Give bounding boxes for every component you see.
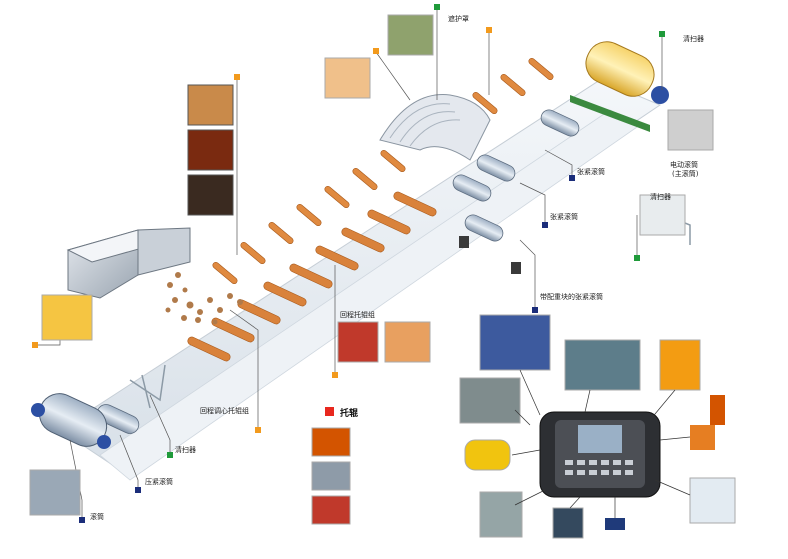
label-tail-pulley: 滚筒	[90, 513, 104, 521]
label-tension-pulley-mid: 张紧滚筒	[550, 213, 578, 221]
label-tension-pulley-top: 张紧滚筒	[577, 168, 605, 176]
label-tension-pulley-bottom: 压紧滚筒	[145, 478, 173, 486]
tail-pulley	[31, 393, 111, 449]
callout-markers	[32, 4, 665, 523]
label-cleaner-right: 清扫器	[650, 193, 671, 201]
guard-cover	[379, 94, 491, 161]
tension-pulleys	[96, 109, 580, 434]
label-return-roller-group: 回程托辊组	[340, 311, 375, 319]
counterweights	[459, 236, 521, 274]
label-motor-pulley: 电动滚筒	[670, 161, 698, 169]
label-cleaner-bottom: 清扫器	[175, 446, 196, 454]
bulk-material	[165, 272, 243, 325]
return-idlers	[187, 191, 437, 362]
label-motor-pulley-sub: (主滚筒)	[672, 170, 699, 178]
label-tension-with-weight: 带配重块的张紧滚筒	[540, 293, 603, 301]
feed-hopper	[66, 227, 191, 299]
label-return-self-align: 回程调心托辊组	[200, 407, 249, 415]
legend-idler-label: 托辊	[340, 409, 359, 419]
legend-idler-swatch	[325, 407, 334, 416]
label-guard-cover: 遮护罩	[448, 15, 469, 23]
callout-lines	[35, 8, 663, 520]
monitoring-device-cluster	[459, 314, 736, 539]
motor-pulley	[570, 41, 669, 132]
carrying-idlers	[212, 57, 554, 285]
photo-insets-left	[29, 14, 714, 525]
label-cleaner-top: 清扫器	[683, 35, 704, 43]
